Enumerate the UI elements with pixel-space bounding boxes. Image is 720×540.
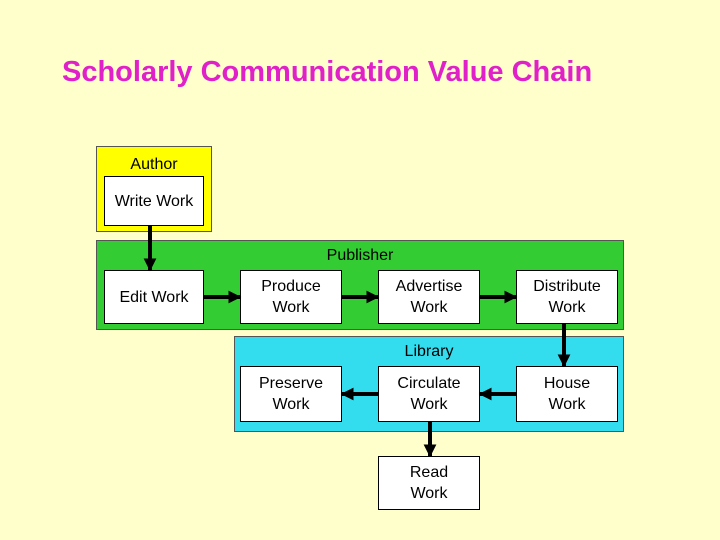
distribute-work-node: Distribute Work	[516, 270, 618, 324]
write-work-node: Write Work	[104, 176, 204, 226]
produce-work-node: Produce Work	[240, 270, 342, 324]
edit-work-node: Edit Work	[104, 270, 204, 324]
page-title: Scholarly Communication Value Chain	[62, 56, 593, 88]
circulate-work-node: Circulate Work	[378, 366, 480, 422]
read-work-node: Read Work	[378, 456, 480, 510]
advertise-work-node: Advertise Work	[378, 270, 480, 324]
author-region-label: Author	[130, 156, 178, 173]
publisher-region-label: Publisher	[326, 247, 394, 264]
library-region-label: Library	[404, 343, 454, 360]
preserve-work-node: Preserve Work	[240, 366, 342, 422]
house-work-node: House Work	[516, 366, 618, 422]
